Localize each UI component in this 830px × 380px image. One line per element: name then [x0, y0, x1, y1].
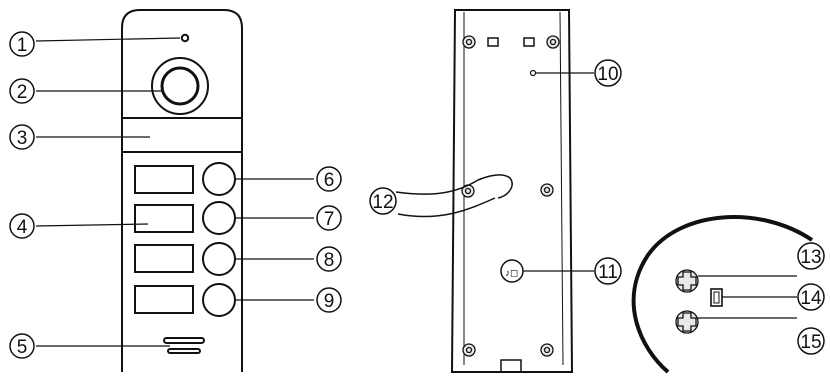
- callout-11: 11: [594, 257, 622, 285]
- callout-9: 9: [316, 287, 342, 313]
- leader-4: [35, 223, 149, 227]
- cable-grommet: [477, 174, 513, 199]
- dip-switch-lever: [713, 291, 720, 304]
- callout-12: 12: [369, 187, 397, 215]
- detail-zoom: [631, 215, 814, 374]
- svg-text:3: 3: [17, 128, 28, 149]
- svg-text:1: 1: [17, 35, 28, 56]
- back-screws: [461, 35, 560, 357]
- callout-8: 8: [316, 246, 342, 272]
- svg-text:8: 8: [324, 250, 335, 271]
- microphone-hole: [180, 33, 190, 43]
- camera-bezel: [151, 57, 209, 115]
- svg-text:4: 4: [17, 217, 28, 238]
- terminal-screw-bottom-icon: [675, 310, 699, 334]
- call-button-3: [202, 242, 236, 276]
- callout-4: 4: [9, 213, 35, 239]
- name-plate-1: [134, 165, 194, 194]
- svg-text:14: 14: [800, 288, 822, 309]
- camera-lens: [160, 66, 200, 106]
- callout-1: 1: [9, 31, 35, 57]
- name-plate-2: [134, 204, 194, 233]
- volume-control-glyph-icon: ♪◻: [505, 268, 518, 279]
- svg-text:5: 5: [17, 337, 28, 358]
- callout-5: 5: [9, 333, 35, 359]
- back-panel-inner-edge-right: [559, 11, 564, 366]
- screw-top-left-icon: [462, 35, 476, 49]
- front-panel-body: [121, 9, 243, 372]
- call-button-1: [202, 162, 236, 196]
- callout-3: 3: [9, 124, 35, 150]
- name-plate-4: [134, 285, 194, 314]
- cable-lower: [397, 197, 496, 218]
- terminal-screw-top-icon: [675, 269, 699, 293]
- callouts: 1 2 3 4 5 6 7 8 9 10 11 12 13 14 15: [9, 31, 825, 359]
- callout-2: 2: [9, 78, 35, 104]
- back-cable-notch: [500, 359, 522, 373]
- screw-bottom-right-icon: [540, 343, 554, 357]
- back-slot-left: [487, 37, 499, 47]
- back-leader-lines: [523, 72, 594, 272]
- callout-13: 13: [797, 242, 825, 270]
- svg-text:13: 13: [800, 247, 821, 268]
- call-button-2: [202, 201, 236, 235]
- speaker-slot-1: [163, 337, 205, 344]
- screw-mid-right-icon: [540, 183, 554, 197]
- speaker-slot-2: [167, 348, 201, 354]
- front-panel: [121, 9, 243, 372]
- cable-upper: [395, 179, 479, 195]
- callout-10: 10: [594, 59, 622, 87]
- svg-text:12: 12: [372, 192, 393, 213]
- back-slot-right: [523, 37, 535, 47]
- detail-zoom-outline: [631, 215, 814, 374]
- svg-text:6: 6: [324, 170, 335, 191]
- svg-text:7: 7: [324, 209, 335, 230]
- callout-14: 14: [797, 283, 825, 311]
- svg-text:10: 10: [597, 64, 618, 85]
- call-button-4: [202, 283, 236, 317]
- leader-1: [35, 37, 181, 42]
- screw-top-right-icon: [546, 35, 560, 49]
- svg-text:9: 9: [324, 291, 335, 312]
- svg-text:2: 2: [17, 82, 28, 103]
- svg-text:11: 11: [598, 262, 618, 283]
- connection-cable: [395, 174, 513, 218]
- screw-bottom-left-icon: [462, 343, 476, 357]
- callout-7: 7: [316, 205, 342, 231]
- callout-15: 15: [797, 327, 825, 355]
- svg-text:15: 15: [800, 332, 821, 353]
- callout-6: 6: [316, 166, 342, 192]
- name-plate-3: [134, 244, 194, 273]
- front-leader-lines: [35, 37, 314, 347]
- back-panel-body: [450, 9, 574, 373]
- adjust-hole: [529, 69, 537, 77]
